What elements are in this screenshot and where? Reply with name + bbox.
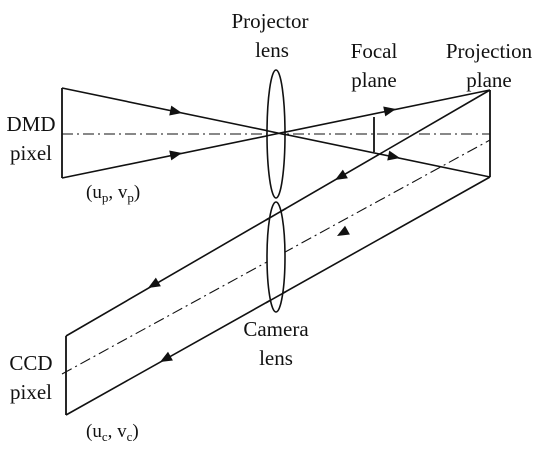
projector-ray-top-through-lens [265,129,287,136]
camera-ray-top-through-lens [265,207,287,221]
arrowhead-camera-bottom-upper [337,225,350,236]
ccd-pixel-label-line2: pixel [10,380,52,404]
focal-plane-label-line1: Focal [351,39,398,63]
ccd-pixel-label-line1: CCD [9,351,52,375]
camera-ray-bottom-through-lens [265,290,287,304]
dmd-pixel-label-line1: DMD [6,112,55,136]
camera-coord-u-sub: c [102,429,108,444]
arrowhead-camera-bottom-lower [160,351,173,362]
projector-coord-v-sub: p [127,190,134,205]
projector-pixel-coordinate: (up, vp) [86,182,140,205]
arrowhead-projector-bottom-left [169,150,182,161]
focal-plane-label-line2: plane [351,68,396,92]
camera-lens-label-line2: lens [259,346,293,370]
arrowhead-projector-top-left [169,105,182,116]
camera-optical-axis [61,139,491,375]
projector-coord-close: ) [134,182,140,203]
camera-lens [266,201,286,313]
projector-ray-bottom-through-lens [265,131,287,137]
camera-coord-v-sub: c [127,429,133,444]
arrowhead-projector-top-right [387,150,400,161]
projector-coord-mid: , v [108,182,128,203]
projection-plane-label-line1: Projection [446,39,533,63]
projection-plane-label-line2: plane [466,68,511,92]
camera-pixel-coordinate: (uc, vc) [86,421,139,444]
projector-coord-open: (u [86,182,102,203]
projector-coord-u-sub: p [102,190,109,205]
projector-lens-label-line1: Projector [232,9,309,33]
projector-lens-label-line2: lens [255,38,289,62]
camera-coord-close: ) [132,421,138,442]
arrowhead-camera-top-lower [148,277,161,288]
dmd-pixel-label-line2: pixel [10,141,52,165]
arrowhead-projector-bottom-right [383,106,396,117]
arrowhead-camera-top-upper [335,169,348,180]
camera-coord-open: (u [86,421,102,442]
camera-coord-mid: , v [108,421,128,442]
camera-lens-label-line1: Camera [243,317,309,341]
